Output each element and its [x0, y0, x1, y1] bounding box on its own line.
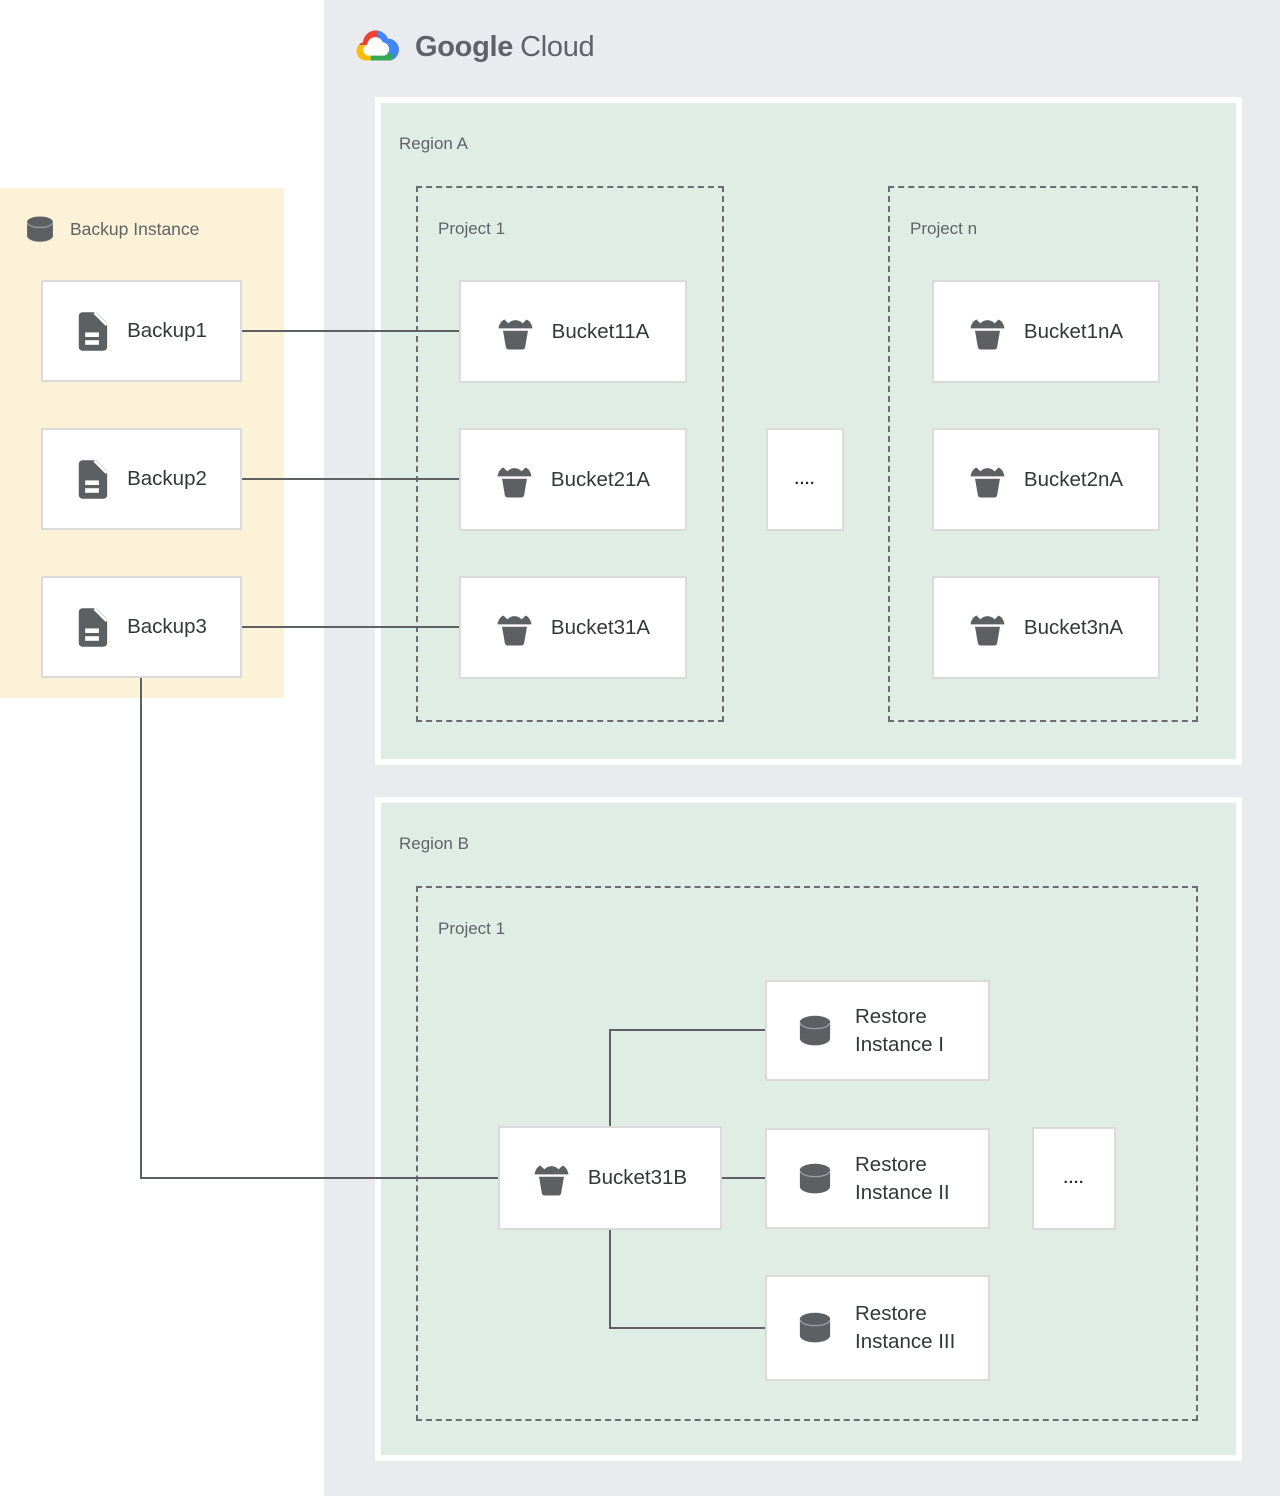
connector-bucket31b-restore1: [609, 1029, 767, 1031]
backup1-card: Backup1: [41, 280, 242, 382]
region-a-project-1-label: Project 1: [438, 219, 506, 238]
restore-instance-2-label: Restore Instance II: [855, 1152, 950, 1204]
backup-instance-header: Backup Instance: [21, 215, 199, 244]
document-icon: [76, 606, 109, 649]
bucket31a-label: Bucket31A: [550, 615, 651, 639]
bucket31b-card: Bucket31B: [498, 1126, 722, 1230]
bucket-icon: [969, 314, 1006, 350]
region-a-project-1-box: [416, 186, 724, 722]
backup3-card: Backup3: [41, 576, 242, 678]
bucket-icon: [533, 1160, 570, 1196]
bucket-icon: [969, 610, 1006, 646]
region-b-ellipsis-box: ....: [1032, 1127, 1116, 1230]
region-a-ellipsis: ....: [794, 471, 816, 488]
bucket11a-card: Bucket11A: [459, 280, 687, 383]
document-icon: [76, 310, 109, 353]
connector-backup3-bucket31b: [140, 1177, 500, 1179]
backup3-label: Backup3: [127, 615, 207, 638]
connector-backup3-down: [140, 678, 142, 1179]
bucket3na-label: Bucket3nA: [1023, 615, 1124, 639]
bucket31b-label: Bucket31B: [587, 1166, 688, 1189]
region-a-label: Region A: [399, 134, 468, 153]
bucket1na-card: Bucket1nA: [932, 280, 1160, 383]
backup1-label: Backup1: [127, 319, 207, 342]
connector-bucket31b-restore3: [609, 1327, 767, 1329]
backup2-label: Backup2: [127, 467, 207, 490]
restore-instance-2-card: Restore Instance II: [765, 1128, 990, 1229]
logo-product-text: Cloud: [520, 31, 595, 63]
restore-instance-1-card: Restore Instance I: [765, 980, 990, 1081]
database-icon: [796, 1311, 834, 1345]
bucket2na-card: Bucket2nA: [932, 428, 1160, 531]
bucket-icon: [496, 462, 533, 498]
backup2-card: Backup2: [41, 428, 242, 530]
logo-brand-text: Google: [415, 31, 514, 63]
database-icon: [796, 1014, 834, 1048]
bucket-icon: [969, 462, 1006, 498]
region-a-project-n-box: [888, 186, 1198, 722]
document-icon: [76, 458, 109, 501]
region-b-label: Region B: [399, 834, 469, 853]
connector-backup2-bucket21a: [242, 478, 459, 480]
bucket-icon: [496, 610, 533, 646]
restore-instance-1-label: Restore Instance I: [855, 1004, 944, 1056]
restore-instance-3-card: Restore Instance III: [765, 1275, 990, 1381]
bucket31a-card: Bucket31A: [459, 576, 687, 679]
database-icon: [21, 215, 59, 244]
region-a-ellipsis-box: ....: [766, 428, 844, 531]
bucket21a-label: Bucket21A: [550, 467, 651, 491]
bucket1na-label: Bucket1nA: [1023, 319, 1124, 343]
region-a-project-n-label: Project n: [910, 219, 978, 238]
backup-instance-title: Backup Instance: [70, 219, 200, 239]
connector-bucket31b-up: [609, 1030, 611, 1128]
region-b-ellipsis: ....: [1063, 1170, 1085, 1187]
connector-backup1-bucket11a: [242, 330, 459, 332]
region-b-project-1-box: [416, 886, 1198, 1421]
bucket11a-label: Bucket11A: [551, 319, 650, 343]
google-cloud-icon: [356, 30, 399, 61]
bucket21a-card: Bucket21A: [459, 428, 687, 531]
restore-instance-3-label: Restore Instance III: [855, 1302, 956, 1353]
connector-backup3-bucket31a: [242, 626, 459, 628]
bucket3na-card: Bucket3nA: [932, 576, 1160, 679]
database-icon: [796, 1162, 834, 1196]
bucket-icon: [497, 314, 534, 350]
connector-bucket31b-down: [609, 1230, 611, 1329]
bucket2na-label: Bucket2nA: [1023, 467, 1124, 491]
connector-bucket31b-restore2: [722, 1177, 767, 1179]
region-b-project-1-label: Project 1: [438, 919, 506, 938]
